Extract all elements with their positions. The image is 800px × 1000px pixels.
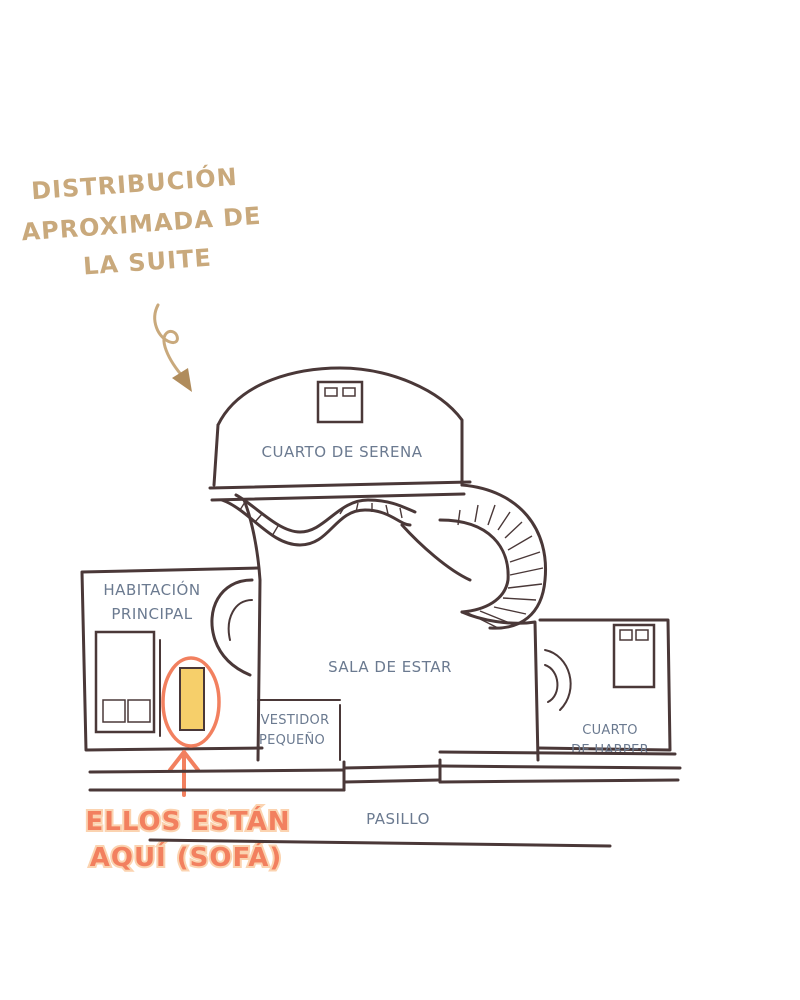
- title-arrow-icon: [153, 303, 186, 380]
- wavy-wall-hatching: [239, 501, 403, 537]
- label-living-room: SALA DE ESTAR: [328, 658, 452, 676]
- arrowhead-icon: [172, 368, 192, 392]
- spiral-staircase: [438, 483, 548, 630]
- title-line-1: DISTRIBUCIÓN: [30, 161, 238, 205]
- label-harper-room-line1: CUARTO: [582, 723, 638, 738]
- label-serena-room: CUARTO DE SERENA: [262, 443, 423, 461]
- title-annotation: DISTRIBUCIÓN APROXIMADA DE LA SUITE: [21, 161, 263, 392]
- marker-line-2: AQUÍ (SOFÁ): [90, 841, 283, 873]
- sofa-marker: ELLOS ESTÁN AQUÍ (SOFÁ): [84, 656, 291, 875]
- harper-room: CUARTO DE HARPER: [536, 618, 672, 758]
- label-harper-room-line2: DE HARPER: [571, 743, 649, 758]
- small-closet: VESTIDOR PEQUEÑO: [257, 699, 341, 761]
- label-master-bedroom-line1: HABITACIÓN: [103, 580, 200, 599]
- up-arrow-icon: [168, 750, 200, 797]
- title-line-3: LA SUITE: [82, 244, 212, 281]
- living-room: SALA DE ESTAR: [242, 498, 540, 762]
- marker-line-1: ELLOS ESTÁN: [86, 805, 291, 837]
- label-hallway: PASILLO: [366, 810, 430, 828]
- label-closet-line2: PEQUEÑO: [259, 732, 325, 748]
- master-bedroom: HABITACIÓN PRINCIPAL: [80, 566, 264, 752]
- hallway: PASILLO: [88, 750, 682, 848]
- sofa: [179, 667, 205, 731]
- sofa-highlight-circle: [161, 656, 221, 748]
- label-closet-line1: VESTIDOR: [261, 713, 330, 728]
- title-line-2: APROXIMADA DE: [21, 202, 263, 247]
- label-master-bedroom-line2: PRINCIPAL: [111, 605, 192, 623]
- serena-room: CUARTO DE SERENA: [208, 366, 472, 547]
